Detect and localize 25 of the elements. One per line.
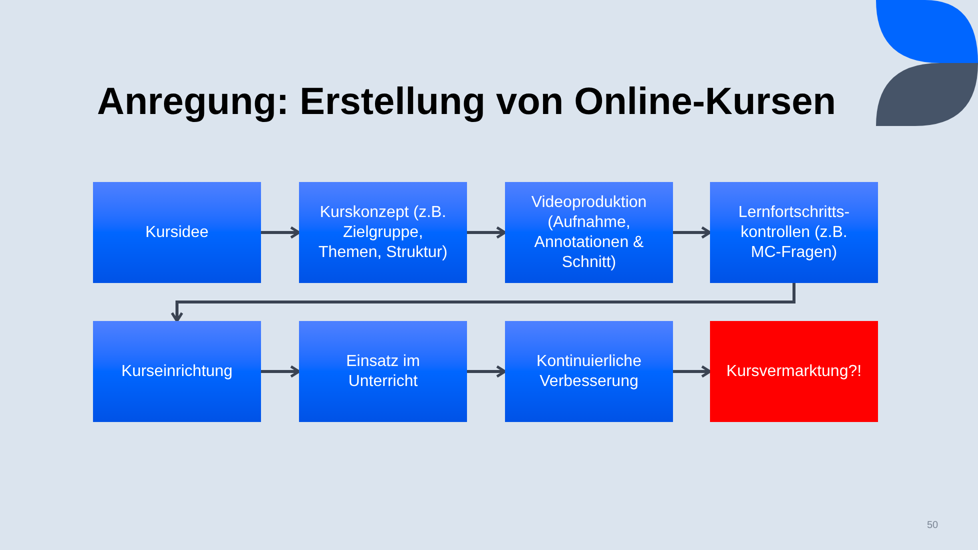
box-label: Kontinuierliche Verbesserung <box>536 352 642 392</box>
box-label: Einsatz im Unterricht <box>345 352 421 392</box>
process-box <box>93 182 261 283</box>
page-number: 50 <box>927 519 938 533</box>
process-box <box>299 321 467 422</box>
box-label: Videoproduktion (Aufnahme, Annotationen & Schnitt) <box>530 192 648 272</box>
arrow <box>261 226 300 239</box>
arrow <box>673 226 712 239</box>
box-label: Kurseinrichtung <box>121 362 233 382</box>
box-label: Kurskonzept (z.B. Zielgruppe, Themen, Struktur) <box>318 202 448 262</box>
process-box <box>93 321 261 422</box>
arrow <box>467 226 506 239</box>
box-label: Kursvermarktung?! <box>726 362 862 382</box>
slide-title: Anregung: Erstellung von Online-Kursen <box>97 80 836 125</box>
arrow <box>673 365 712 378</box>
process-box <box>505 321 673 422</box>
box-label: Kursidee <box>145 222 209 242</box>
arrow <box>467 365 506 378</box>
arrow <box>261 365 300 378</box>
process-box <box>299 182 467 283</box>
box-label: Lernfortschritts-kontrollen (z.B. MC-Fragen) <box>737 202 851 262</box>
process-box <box>710 182 878 283</box>
process-box <box>505 182 673 283</box>
process-box <box>710 321 878 422</box>
arrow <box>170 283 796 322</box>
